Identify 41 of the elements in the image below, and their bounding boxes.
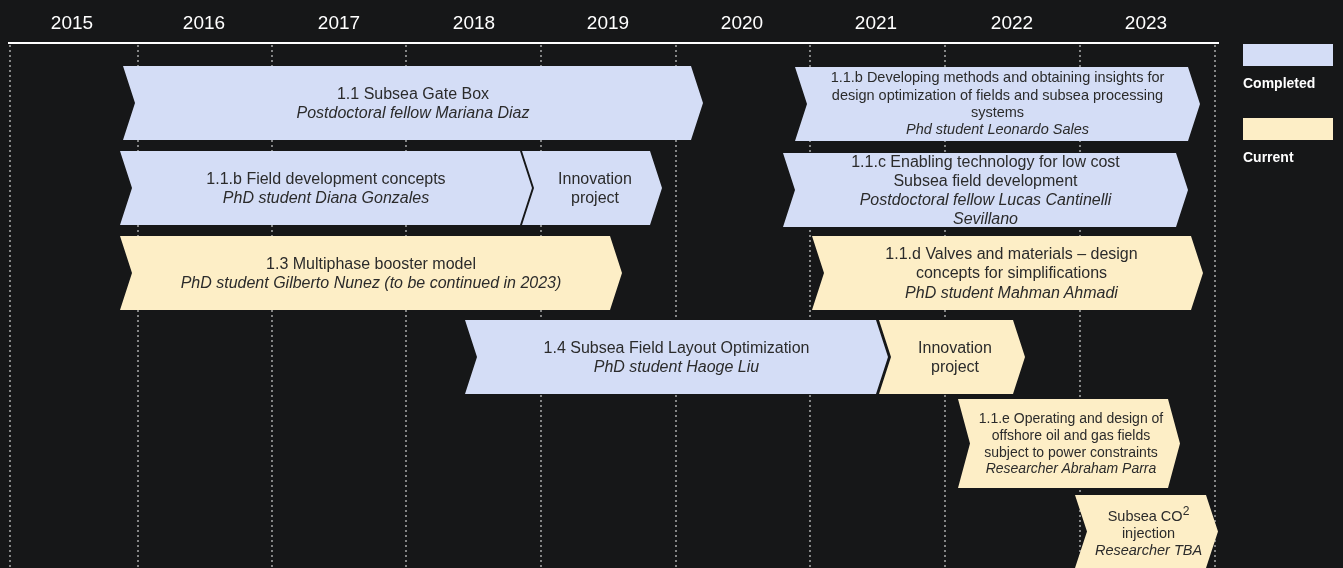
task-title: Subsea CO$^{2}$ injection: [1106, 503, 1191, 543]
year-label: 2015: [50, 12, 94, 34]
task-title: 1.1.d Valves and materials – design concepts for simplifications: [884, 244, 1139, 283]
researcher-name: Phd student Leonardo Sales: [906, 121, 1089, 139]
project-bar: [465, 320, 888, 394]
task-title: Innovation project: [557, 168, 633, 208]
task-title: Innovation project: [917, 337, 993, 377]
researcher-name: PhD student Diana Gonzales: [222, 188, 430, 208]
researcher-name: Researcher TBA: [1094, 542, 1203, 560]
project-bar: [795, 67, 1200, 141]
task-title: 1.1.e Operating and design of offshore oil and gas fields subject to power constraints: [978, 409, 1164, 461]
year-label: 2023: [1124, 12, 1168, 34]
task-title: 1.3 Multiphase booster model: [266, 253, 476, 273]
year-label: 2021: [854, 12, 898, 34]
project-bar: [522, 151, 662, 225]
task-title: 1.1.b Developing methods and obtaining insights for design optimization of fields and subsea processing systems: [829, 69, 1166, 122]
project-bar: [120, 236, 622, 310]
researcher-name: PhD student Haoge Liu: [593, 357, 760, 377]
researcher-name: Postdoctoral fellow Lucas Cantinelli Sevillano: [858, 190, 1113, 229]
task-title: 1.4 Subsea Field Layout Optimization: [543, 337, 810, 357]
project-bar: [812, 236, 1203, 310]
project-bar: [1075, 495, 1218, 568]
legend-label: Current: [1243, 149, 1294, 165]
project-bar: [123, 66, 703, 140]
researcher-name: Researcher Abraham Parra: [985, 460, 1157, 478]
year-label: 2016: [182, 12, 226, 34]
researcher-name: Postdoctoral fellow Mariana Diaz: [296, 103, 530, 123]
legend-label: Completed: [1243, 75, 1316, 91]
year-label: 2018: [452, 12, 496, 34]
task-title: 1.1.c Enabling technology for low cost Subsea field development: [850, 151, 1121, 190]
project-bar: [879, 320, 1025, 394]
researcher-name: PhD student Gilberto Nunez (to be continued in 2023): [180, 273, 562, 293]
task-title: 1.1 Subsea Gate Box: [336, 83, 490, 103]
year-label: 2020: [720, 12, 764, 34]
year-label: 2022: [990, 12, 1034, 34]
project-bar: [783, 153, 1188, 227]
researcher-name: PhD student Mahman Ahmadi: [905, 282, 1118, 302]
year-label: 2017: [317, 12, 361, 34]
year-label: 2019: [586, 12, 630, 34]
task-title: 1.1.b Field development concepts: [206, 168, 446, 188]
project-bar: [958, 399, 1180, 488]
